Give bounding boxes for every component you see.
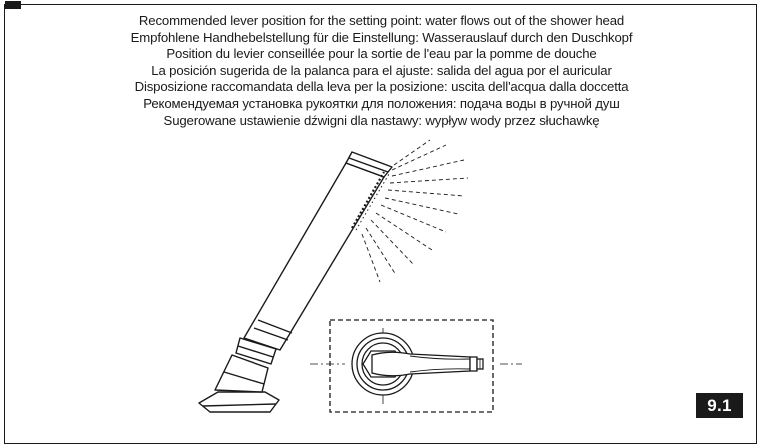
caption-italian: Disposizione raccomandata della leva per… [134,79,629,95]
water-spray-icon [361,139,469,283]
multilingual-caption: Recommended lever position for the setti… [0,13,763,129]
mixer-lever-icon [310,319,522,413]
hand-shower-icon [198,151,393,413]
caption-polish: Sugerowane ustawienie dźwigni dla nastaw… [163,112,600,128]
corner-mark [5,1,21,9]
installation-illustration [198,139,522,413]
caption-spanish: La posición sugerida de la palanca para … [151,62,612,78]
caption-french: Position du levier conseillée pour la so… [166,46,597,62]
caption-russian: Рекомендуемая установка рукоятки для пол… [143,95,620,111]
caption-english: Recommended lever position for the setti… [138,13,625,28]
caption-german: Empfohlene Handhebelstellung für die Ein… [130,29,633,45]
figure-number-badge: 9.1 [696,393,743,418]
